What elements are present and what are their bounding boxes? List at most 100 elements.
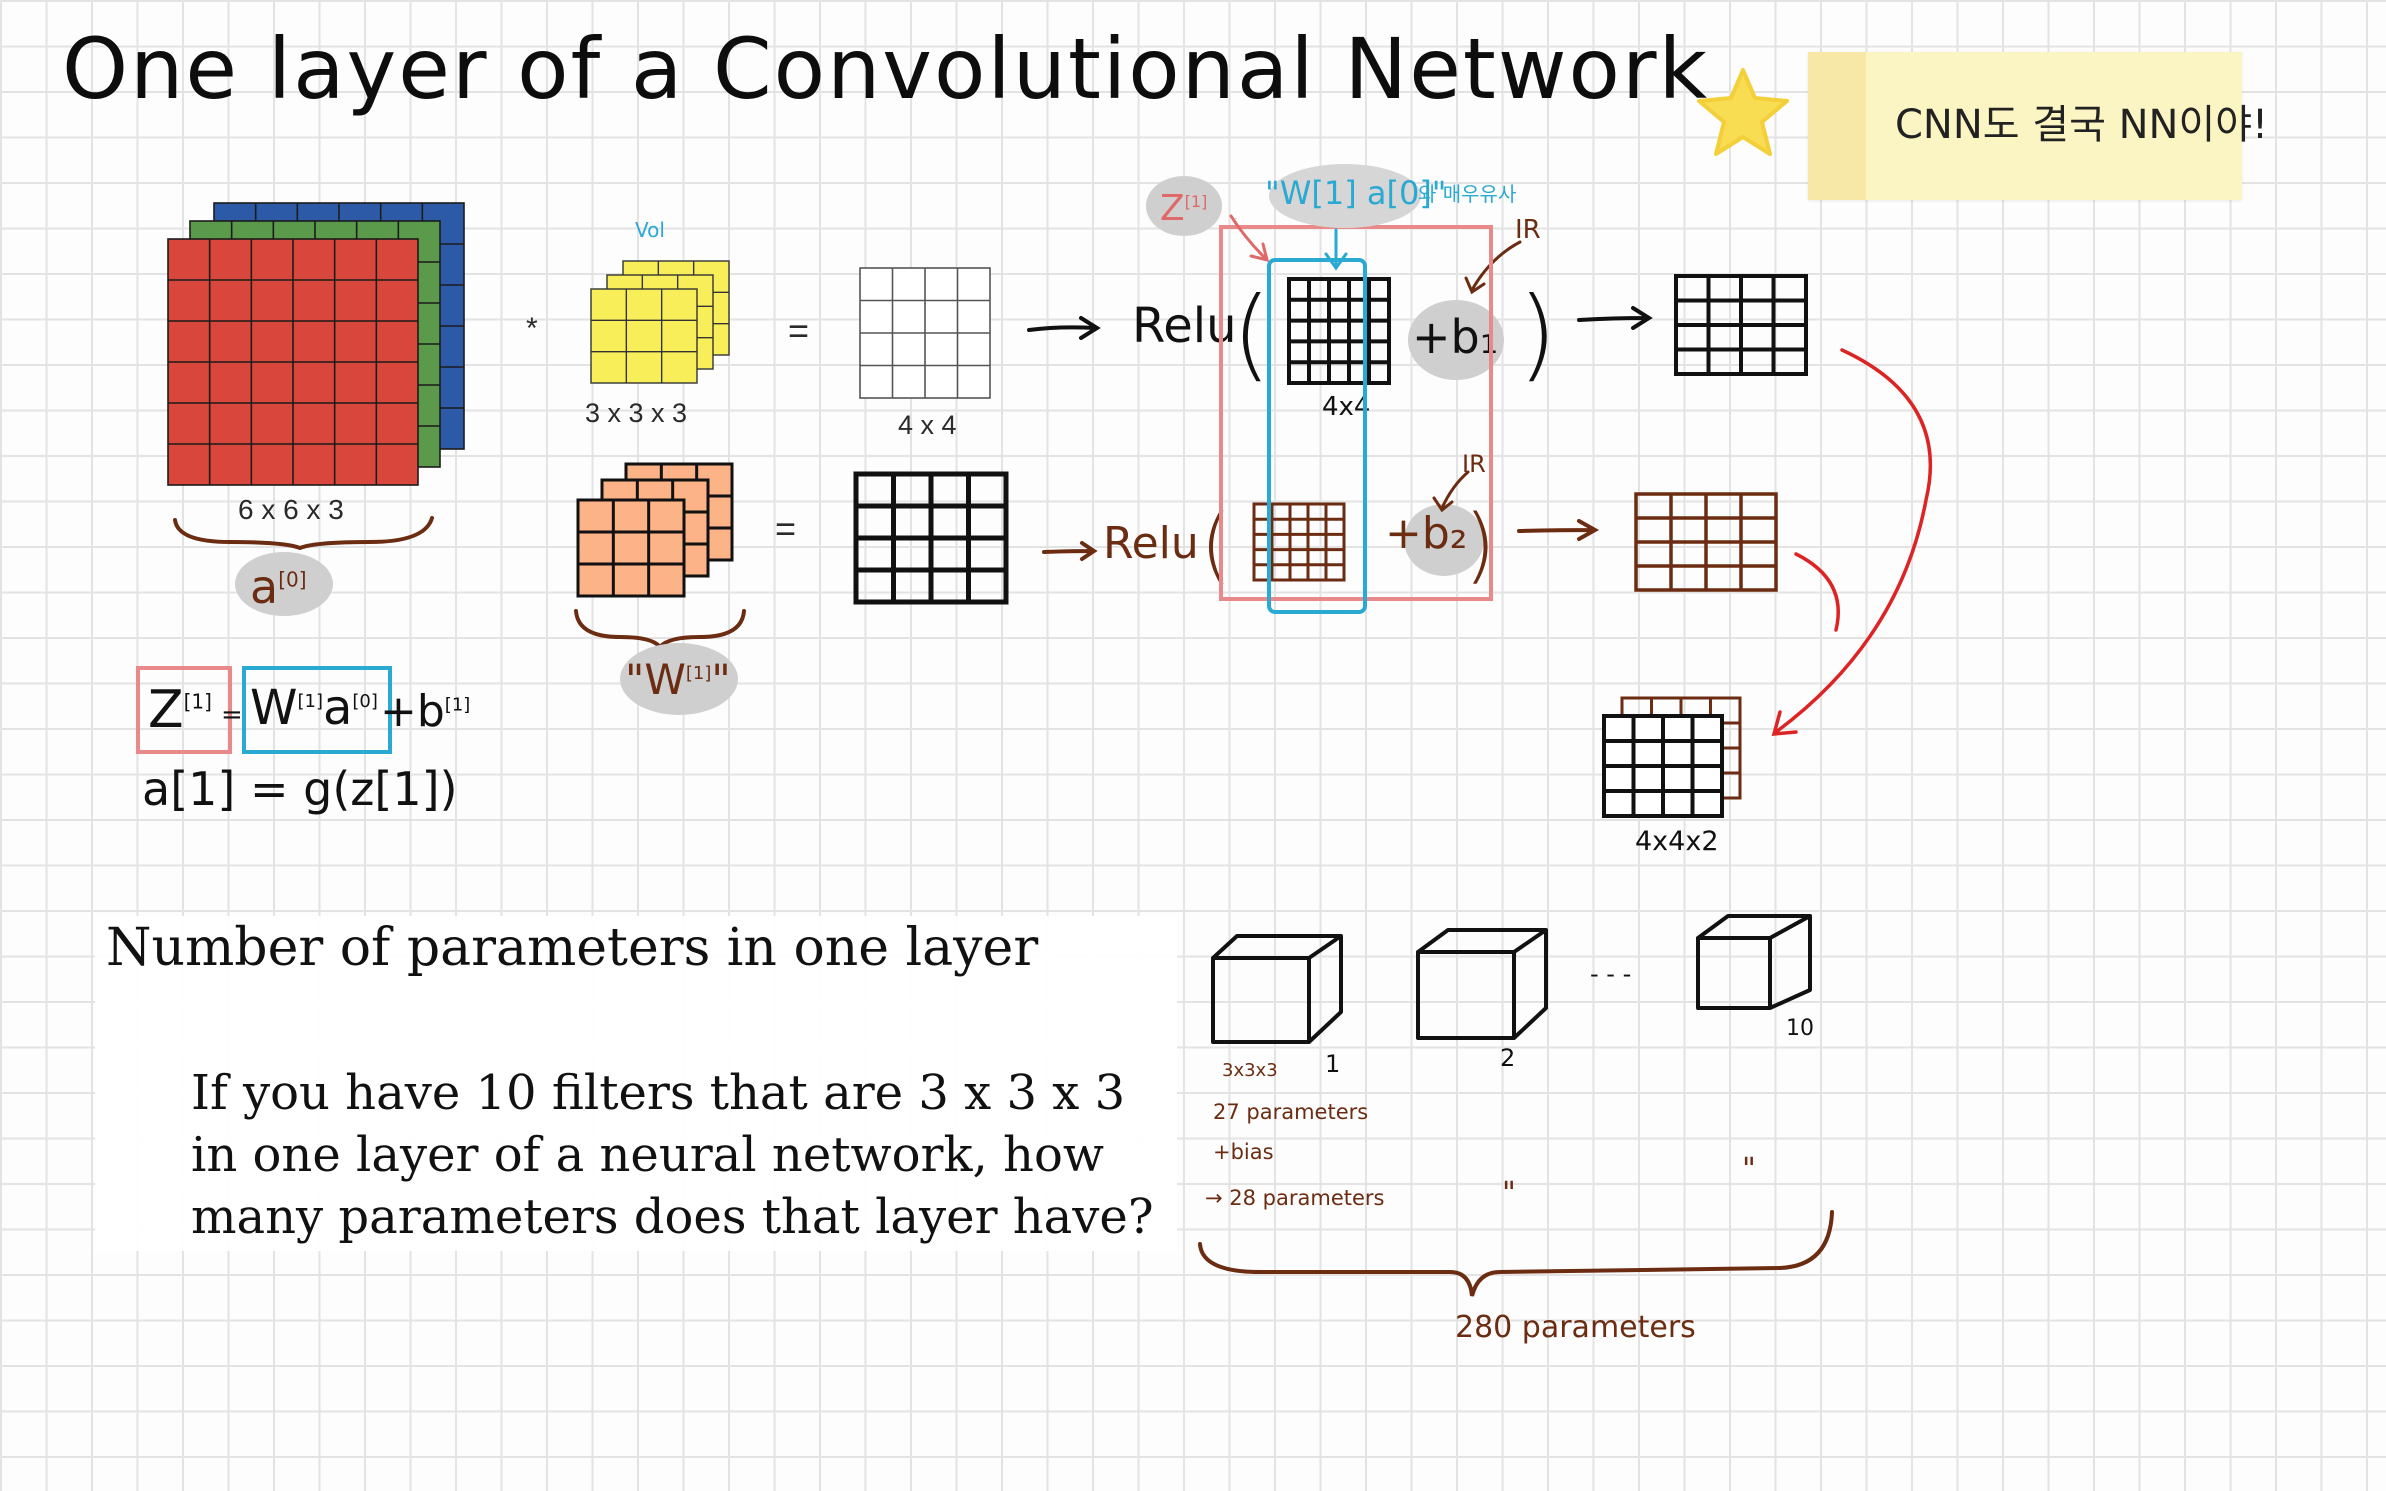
input-brace [173,516,434,550]
star-icon [1697,68,1789,156]
equation-bias: +b[1] [380,686,470,737]
stacked-size-label: 4x4x2 [1635,826,1719,857]
activation-grid-1 [1674,274,1808,376]
input-size-label: 6 x 6 x 3 [238,494,344,525]
relu-paren-close-1: ) [1518,275,1558,392]
equation-z-superscript: [1] [183,689,212,714]
equals-operator-1: = [788,310,810,351]
filter-number-1: 1 [1325,1050,1341,1078]
input-symbol: a[0] [250,560,307,614]
wa-annotation: "W[1] a[0]" [1265,174,1447,212]
input-superscript: [0] [278,567,307,592]
input-channel-red [167,238,419,486]
bias-2-pointer [1432,470,1470,513]
cubes-ellipsis: - - - [1590,960,1632,988]
question-line-1: If you have 10 filters that are 3 x 3 x … [191,1065,1126,1121]
total-parameters: 280 parameters [1455,1310,1696,1345]
weights-highlight [620,643,738,715]
question-line-2: in one layer of a neural network, how [191,1127,1104,1183]
orange-channel-1 [576,498,686,598]
equation-wa: W[1]a[0] [250,680,378,736]
sticky-note-text: CNN도 결국 NN이야! [1895,102,2269,148]
arrow-to-relu-1 [1027,316,1101,340]
equation-a: a [322,680,353,736]
filter-2-orange [576,462,734,598]
stacked-front-layer [1602,714,1724,818]
equation-z-letter: Z [148,680,184,740]
filter-cube-2 [1416,928,1548,1040]
filter-channel-1 [590,288,698,384]
wa-highlight [1269,164,1421,228]
ditto-mark-1: " [1502,1176,1516,1211]
equation-b-superscript: [1] [444,694,471,716]
output-grid-4x4 [859,267,991,399]
z-superscript: [1] [1184,192,1208,211]
equation-a-superscript: [0] [352,691,378,712]
arrow-to-result-2 [1517,519,1600,541]
conv-result-grid-1 [1287,277,1391,385]
equation-w: W [250,680,298,736]
bias-1: +b₁ [1412,310,1499,364]
activation-cells-2 [1634,492,1778,592]
similar-annotation: 와 매우유사 [1418,182,1517,206]
filter-number-10: 10 [1786,1016,1814,1041]
activation-cells-1 [1674,274,1808,376]
result-cells-1 [1287,277,1391,385]
relu-paren-open-1: ( [1232,275,1272,392]
bias-1-highlight [1408,300,1504,380]
bias-1-type: IR [1515,215,1541,245]
sticky-note[interactable] [1808,52,2242,200]
stacked-output-4x4x2 [1602,696,1742,818]
equation-boxes [136,666,392,754]
bias-2: +b₂ [1385,508,1468,559]
equals-operator-2: = [775,508,797,549]
weights-superscript: [1] [685,663,712,684]
output-cells [859,267,991,399]
z-pointer-arrow [1229,214,1270,263]
weights-symbol-w: "W [625,655,686,704]
equation-z: Z[1] [148,680,212,740]
input-symbol-a: a [250,560,279,614]
ditto-mark-2: " [1742,1152,1756,1187]
filter-cube-1 [1211,934,1343,1044]
arrow-to-result-1 [1577,306,1653,330]
filter-size-label: 3 x 3 x 3 [585,398,688,428]
question-heading: Number of parameters in one layer [106,918,1039,978]
relu-paren-open-2: ( [1200,498,1232,593]
filter-cube-10 [1696,914,1812,1010]
conv-size-label: 4x4 [1322,392,1371,422]
activation-grid-2 [1634,492,1778,592]
bias-1-pointer [1464,240,1522,295]
relu-label-2: Relu [1103,518,1199,569]
bias-2-highlight [1404,504,1484,576]
input-symbol-highlight [235,552,333,616]
question-body: If you have 10 filters that are 3 x 3 x … [191,1062,1171,1248]
filter-volume-annotation: Vol [635,218,665,242]
equation-w-superscript: [1] [297,691,323,712]
equation-plus-b: +b [380,686,445,737]
filter-dims: 3x3x3 [1222,1060,1278,1081]
z-output-box [1219,218,1493,614]
weights-close-quote: " [711,655,731,704]
equation-equals: = [221,700,243,730]
filter-params: 27 parameters [1213,1100,1369,1124]
z-symbol-letter: Z [1160,188,1185,229]
filter-number-2: 2 [1500,1044,1516,1072]
z-highlight [1146,176,1222,236]
multiply-operator: * [526,312,538,345]
question-line-3: many parameters does that layer have? [191,1189,1154,1245]
wa-pointer-arrow [1324,228,1348,271]
arrow-to-relu-2 [1042,541,1098,561]
z-symbol: Z[1] [1160,188,1207,229]
conv-result-grid-2 [853,471,1009,605]
equation-activation: a[1] = g(z[1]) [142,762,458,816]
filter-total: → 28 parameters [1205,1186,1385,1210]
output-size-label: 4 x 4 [898,410,957,440]
result-cells-2 [853,471,1009,605]
filter-3x3x3 [590,260,730,384]
total-brace [1198,1210,1834,1297]
stack-arrows [1771,348,1933,736]
input-volume-6x6x3 [167,202,465,486]
question-panel [95,916,1177,1251]
